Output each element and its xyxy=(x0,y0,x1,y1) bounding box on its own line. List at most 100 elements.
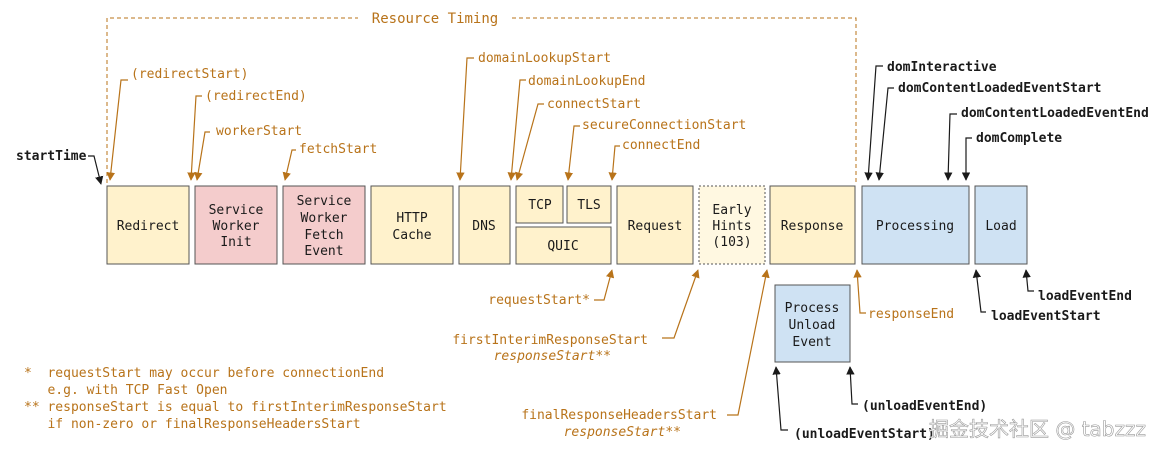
response-start-label-2: responseStart** xyxy=(564,425,681,440)
http-cache-line-1: HTTP xyxy=(396,211,427,226)
response-end-arrow xyxy=(853,269,866,314)
start-time-label: startTime xyxy=(16,149,87,164)
processing-box xyxy=(861,185,970,265)
load-event-start-arrow xyxy=(972,269,986,313)
early-hints-line-3: (103) xyxy=(712,235,751,250)
worker-start-label: workerStart xyxy=(216,124,302,139)
response-box xyxy=(769,185,856,265)
orange-arrows-top xyxy=(106,57,620,181)
unload-event-start-arrow xyxy=(772,366,788,431)
fetch-start-arrow xyxy=(282,149,296,181)
sw-init-line-1: Service xyxy=(209,203,264,218)
dom-content-loaded-start-label: domContentLoadedEventStart xyxy=(898,81,1102,96)
quic-label: QUIC xyxy=(547,239,578,254)
black-labels: startTime domInteractive domContentLoade… xyxy=(16,60,1149,442)
load-label: Load xyxy=(985,219,1016,234)
early-hints-line-1: Early xyxy=(712,203,751,218)
footnotes: * requestStart may occur before connecti… xyxy=(24,366,447,432)
box-labels: Redirect Service Worker Init Service Wor… xyxy=(117,194,1017,350)
dns-box xyxy=(458,185,511,265)
load-box xyxy=(974,185,1028,265)
secure-connection-start-label: secureConnectionStart xyxy=(582,118,746,133)
sw-init-line-3: Init xyxy=(220,235,251,250)
service-worker-fetch-event-box xyxy=(282,185,366,265)
tcp-box xyxy=(515,185,564,224)
unload-event-end-label: (unloadEventEnd) xyxy=(862,399,987,414)
resource-timing-bracket xyxy=(106,17,857,183)
sw-init-line-2: Worker xyxy=(213,219,260,234)
quic-box xyxy=(515,226,612,265)
response-start-label-1: responseStart** xyxy=(494,349,611,364)
domain-lookup-end-arrow xyxy=(507,79,526,181)
sw-fetch-line-1: Service xyxy=(297,194,352,209)
footnote-line-2: e.g. with TCP Fast Open xyxy=(24,383,228,398)
connect-end-label: connectEnd xyxy=(622,138,700,153)
dom-content-loaded-end-arrow xyxy=(944,113,957,181)
dom-complete-label: domComplete xyxy=(976,131,1062,146)
sw-fetch-line-4: Event xyxy=(304,244,343,259)
redirect-start-label: (redirectStart) xyxy=(131,67,248,82)
early-hints-box xyxy=(698,185,766,265)
load-event-end-arrow xyxy=(1022,269,1034,292)
footnote-line-4: if non-zero or finalResponseHeadersStart xyxy=(24,417,361,432)
redirect-end-arrow xyxy=(187,95,202,181)
final-headers-label: finalResponseHeadersStart xyxy=(521,408,717,423)
worker-start-arrow xyxy=(194,131,210,181)
first-interim-arrow xyxy=(662,269,700,339)
start-time-arrow xyxy=(88,155,104,185)
dom-content-loaded-end-label: domContentLoadedEventEnd xyxy=(961,106,1149,121)
black-arrows xyxy=(88,65,1034,431)
processing-label: Processing xyxy=(876,219,954,234)
redirect-label: Redirect xyxy=(117,219,180,234)
timeline-boxes xyxy=(106,185,1028,363)
domain-lookup-start-arrow xyxy=(456,57,474,181)
http-cache-box xyxy=(370,185,454,265)
connect-start-arrow xyxy=(514,103,544,181)
footnote-line-3: ** responseStart is equal to firstInteri… xyxy=(24,400,447,415)
unload-line-2: Unload xyxy=(789,318,836,333)
resource-timing-title: Resource Timing xyxy=(372,11,498,27)
redirect-end-label: (redirectEnd) xyxy=(205,89,307,104)
sw-fetch-line-3: Fetch xyxy=(304,228,343,243)
unload-event-start-label: (unloadEventStart) xyxy=(794,427,935,442)
request-start-arrow xyxy=(594,269,615,301)
unload-box xyxy=(774,284,851,363)
service-worker-init-box xyxy=(194,185,278,265)
dom-interactive-label: domInteractive xyxy=(887,60,997,75)
connect-end-arrow xyxy=(608,145,620,181)
response-end-label: responseEnd xyxy=(868,307,954,322)
redirect-start-arrow xyxy=(106,79,128,181)
redirect-box xyxy=(106,185,190,265)
fetch-start-label: fetchStart xyxy=(299,142,377,157)
tls-box xyxy=(566,185,612,224)
unload-line-1: Process xyxy=(785,301,840,316)
sw-fetch-line-2: Worker xyxy=(301,211,348,226)
footnote-line-1: * requestStart may occur before connecti… xyxy=(24,366,384,381)
dns-label: DNS xyxy=(472,219,495,234)
request-start-label: requestStart* xyxy=(488,293,590,308)
http-cache-line-2: Cache xyxy=(392,228,431,243)
early-hints-line-2: Hints xyxy=(712,219,751,234)
orange-labels: (redirectStart) (redirectEnd) workerStar… xyxy=(131,51,954,440)
dom-content-loaded-start-arrow xyxy=(875,87,894,181)
first-interim-label: firstInterimResponseStart xyxy=(452,333,648,348)
watermark: 掘金技术社区 @ tabzzz xyxy=(929,417,1146,441)
final-headers-arrow xyxy=(727,269,770,416)
tls-label: TLS xyxy=(577,198,600,213)
unload-line-3: Event xyxy=(792,335,831,350)
response-label: Response xyxy=(781,219,844,234)
secure-connection-start-arrow xyxy=(564,125,580,181)
orange-arrows-bottom xyxy=(594,269,866,416)
request-label: Request xyxy=(628,219,683,234)
dom-interactive-arrow xyxy=(864,65,883,181)
request-box xyxy=(616,185,694,265)
connect-start-label: connectStart xyxy=(547,97,641,112)
load-event-start-label: loadEventStart xyxy=(991,309,1101,324)
domain-lookup-start-label: domainLookupStart xyxy=(478,51,611,66)
dom-complete-arrow xyxy=(961,137,972,181)
unload-event-end-arrow xyxy=(846,366,858,405)
domain-lookup-end-label: domainLookupEnd xyxy=(528,74,645,89)
tcp-label: TCP xyxy=(528,198,552,213)
